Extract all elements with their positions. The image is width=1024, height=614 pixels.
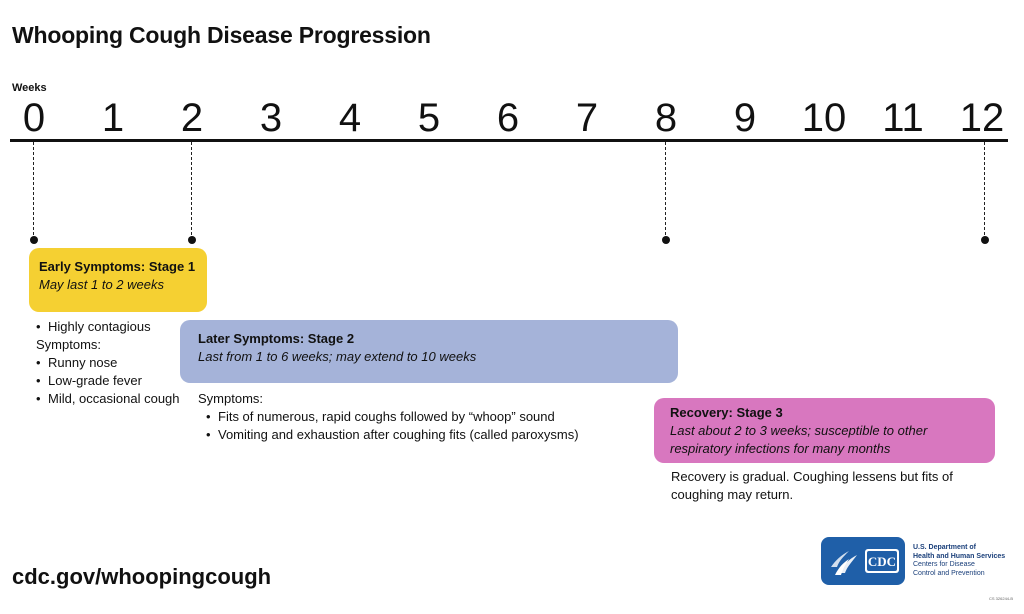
stage-3-title: Recovery: Stage 3 [670, 405, 783, 420]
stage-1-details: Highly contagious Symptoms: Runny nose L… [36, 318, 180, 408]
tick-label-week-5: 5 [417, 96, 441, 140]
hhs-eagle-icon: CDC [831, 549, 899, 575]
tick-label-week-4: 4 [338, 96, 362, 140]
stage-3-note: Recovery is gradual. Coughing lessens bu… [671, 469, 953, 502]
stage-3-box: Recovery: Stage 3 Last about 2 to 3 week… [654, 398, 995, 463]
agency-line-1: U.S. Department of [913, 544, 977, 551]
stage-1-title: Early Symptoms: Stage 1 [39, 259, 196, 274]
stage-1-duration: May last 1 to 2 weeks [39, 277, 164, 292]
agency-text: U.S. Department of Health and Human Serv… [913, 544, 1023, 578]
agency-line-3: Centers for Disease [913, 561, 975, 568]
stage-2-title: Later Symptoms: Stage 2 [198, 331, 355, 346]
tick-label-week-3: 3 [259, 96, 283, 140]
footer-url[interactable]: cdc.gov/whoopingcough [12, 564, 272, 589]
list-item: Runny nose [36, 354, 180, 372]
tick-label-week-10: 10 [801, 96, 847, 140]
stage-3-duration-line2: respiratory infections for many months [670, 441, 891, 456]
cdc-logo-text: CDC [868, 554, 896, 569]
stage-2-duration: Last from 1 to 6 weeks; may extend to 10… [198, 349, 477, 364]
list-item: Vomiting and exhaustion after coughing f… [198, 426, 579, 444]
tick-label-week-8: 8 [654, 96, 678, 140]
list-item: Symptoms: [198, 391, 264, 406]
agency-line-4: Control and Prevention [913, 569, 985, 577]
list-item: Highly contagious [36, 318, 180, 336]
stage-1-box: Early Symptoms: Stage 1 May last 1 to 2 … [29, 248, 207, 312]
tick-label-week-6: 6 [496, 96, 520, 140]
tick-label-week-9: 9 [733, 96, 757, 140]
tick-label-week-12: 12 [959, 96, 1005, 140]
tick-label-week-2: 2 [180, 96, 204, 140]
list-item: Fits of numerous, rapid coughs followed … [198, 408, 579, 426]
document-code: CS 326244-B [989, 596, 1014, 601]
marker-dot-week-0 [30, 236, 38, 244]
list-item: Symptoms: [36, 337, 102, 352]
tick-label-week-11: 11 [882, 96, 924, 140]
marker-dot-week-8 [662, 236, 670, 244]
marker-dot-week-12 [981, 236, 989, 244]
tick-label-week-7: 7 [575, 96, 599, 140]
list-item: Low-grade fever [36, 372, 180, 390]
marker-line-week-8 [665, 142, 666, 240]
marker-dot-week-2 [188, 236, 196, 244]
tick-label-week-0: 0 [22, 96, 46, 140]
axis-label-weeks: Weeks [12, 82, 47, 94]
agency-line-2: Health and Human Services [913, 552, 1006, 560]
stage-2-box: Later Symptoms: Stage 2 Last from 1 to 6… [180, 320, 678, 383]
stage-2-details: Symptoms: Fits of numerous, rapid coughs… [198, 390, 579, 444]
axis-line [10, 139, 1008, 142]
cdc-logo: CDC [821, 537, 905, 585]
page-title: Whooping Cough Disease Progression [12, 22, 431, 48]
marker-line-week-0 [33, 142, 34, 240]
tick-label-week-1: 1 [101, 96, 125, 140]
stage-3-duration-line1: Last about 2 to 3 weeks; susceptible to … [670, 423, 928, 438]
marker-line-week-2 [191, 142, 192, 240]
list-item: Mild, occasional cough [36, 390, 180, 408]
marker-line-week-12 [984, 142, 985, 240]
